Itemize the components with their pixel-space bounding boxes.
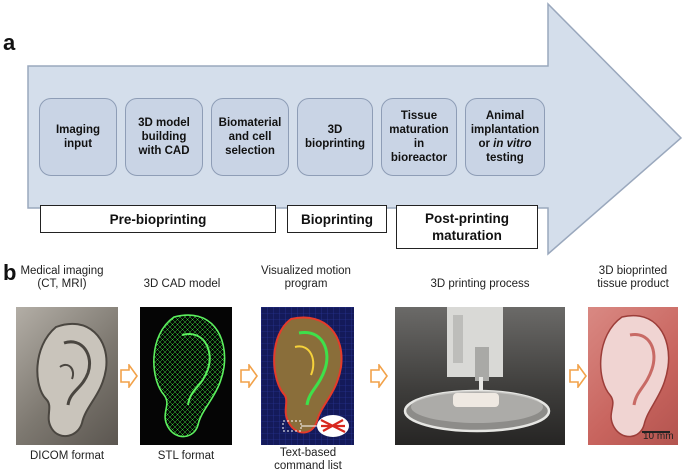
panel-a-label: a (3, 30, 16, 55)
flow-chevron-2 (240, 362, 258, 393)
flow-chevron-1 (120, 362, 138, 393)
phase-bioprinting: Bioprinting (287, 205, 387, 233)
step-cad-model: 3D model building with CAD (125, 98, 203, 176)
step-animal-implantation-label: Animal implantation or in vitro testing (470, 110, 540, 164)
step-3d-bioprinting: 3D bioprinting (297, 98, 373, 176)
ear-wireframe-image (140, 307, 232, 445)
chevron-right-icon (120, 362, 138, 390)
ear-scan-image (16, 307, 118, 445)
printed-ear-icon (599, 314, 670, 438)
step-imaging-input: Imaging input (39, 98, 117, 176)
chevron-right-icon (240, 362, 258, 390)
stage-5-top-label: 3D bioprinted tissue product (597, 265, 669, 290)
step-animal-implantation: Animal implantation or in vitro testing (465, 98, 545, 176)
stage-2-bottom-label: STL format (157, 450, 215, 462)
printer-icon (403, 307, 551, 433)
ear-wireframe-icon (153, 314, 226, 438)
step-biomaterial-selection: Biomaterial and cell selection (211, 98, 289, 176)
panel-b-label: b (3, 260, 17, 285)
stage-1-top-label: Medical imaging (CT, MRI) (20, 265, 104, 290)
stage-3-top-label: Visualized motion program (261, 265, 351, 290)
printing-process-image (395, 307, 565, 445)
chevron-right-icon (370, 362, 388, 390)
step-tissue-maturation: Tissue maturation in bioreactor (381, 98, 457, 176)
flow-chevron-3 (370, 362, 388, 393)
stage-1-bottom-label: DICOM format (29, 450, 105, 462)
phase-post-printing: Post-printing maturation (396, 205, 538, 249)
flow-chevron-4 (569, 362, 587, 393)
chevron-right-icon (569, 362, 587, 390)
ear-scan-icon (36, 322, 108, 438)
stage-2-top-label: 3D CAD model (143, 278, 221, 290)
phase-pre-bioprinting: Pre-bioprinting (40, 205, 276, 233)
stage-4-top-label: 3D printing process (430, 278, 530, 290)
motion-program-icon (261, 307, 354, 445)
motion-program-image (261, 307, 354, 445)
scale-bar-label: 10 mm (643, 431, 674, 442)
printed-ear-image (588, 307, 678, 445)
stage-3-bottom-label: Text-based command list (274, 447, 342, 472)
